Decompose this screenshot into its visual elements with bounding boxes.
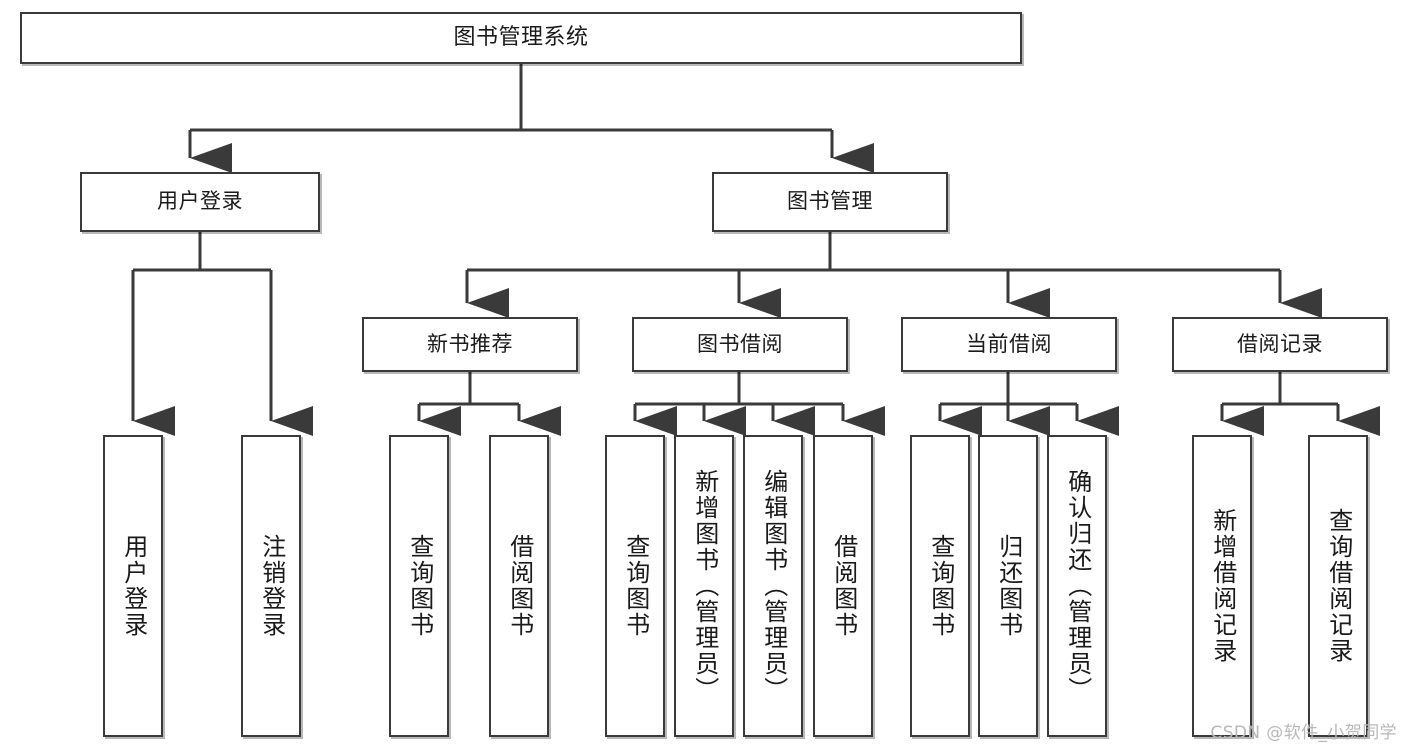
leaf-edit-book[interactable]: 编辑图书（管理员） — [743, 435, 803, 737]
leaf-add-record[interactable]: 新增借阅记录 — [1192, 435, 1252, 737]
leaf-query-book-1[interactable]: 查询图书 — [389, 435, 449, 737]
leaf-add-record-label: 新增借阅记录 — [1208, 508, 1237, 664]
leaf-logout[interactable]: 注销登录 — [241, 435, 301, 737]
node-new-book-rec[interactable]: 新书推荐 — [362, 317, 578, 372]
leaf-return-book[interactable]: 归还图书 — [978, 435, 1038, 737]
leaf-edit-book-label: 编辑图书（管理员） — [759, 469, 788, 703]
leaf-query-book-2-label: 查询图书 — [621, 534, 650, 638]
node-current-borrow-label: 当前借阅 — [966, 331, 1052, 356]
leaf-add-book-label: 新增图书（管理员） — [690, 469, 719, 703]
leaf-user-login-label: 用户登录 — [119, 534, 148, 638]
leaf-borrow-book-2-label: 借阅图书 — [829, 534, 858, 638]
leaf-borrow-book-2[interactable]: 借阅图书 — [813, 435, 873, 737]
leaf-add-book[interactable]: 新增图书（管理员） — [674, 435, 734, 737]
leaf-logout-label: 注销登录 — [257, 534, 286, 638]
node-book-manage-label: 图书管理 — [787, 189, 873, 214]
csdn-watermark: CSDN @软件_小贺同学 — [1210, 723, 1397, 743]
leaf-return-book-label: 归还图书 — [994, 534, 1023, 638]
node-user-login-label: 用户登录 — [157, 189, 243, 214]
node-root[interactable]: 图书管理系统 — [20, 12, 1022, 64]
node-borrow-record-label: 借阅记录 — [1237, 331, 1323, 356]
leaf-borrow-book-1-label: 借阅图书 — [505, 534, 534, 638]
leaf-query-book-3-label: 查询图书 — [926, 534, 955, 638]
leaf-confirm-return[interactable]: 确认归还（管理员） — [1047, 435, 1107, 737]
leaf-confirm-return-label: 确认归还（管理员） — [1063, 469, 1092, 703]
leaf-query-record[interactable]: 查询借阅记录 — [1308, 435, 1368, 737]
node-book-borrow-label: 图书借阅 — [697, 331, 783, 356]
node-book-manage[interactable]: 图书管理 — [712, 172, 948, 232]
leaf-user-login[interactable]: 用户登录 — [103, 435, 163, 737]
leaf-query-record-label: 查询借阅记录 — [1324, 508, 1353, 664]
node-user-login[interactable]: 用户登录 — [80, 172, 320, 232]
leaf-query-book-1-label: 查询图书 — [405, 534, 434, 638]
node-new-book-rec-label: 新书推荐 — [427, 331, 513, 356]
leaf-query-book-2[interactable]: 查询图书 — [605, 435, 665, 737]
node-book-borrow[interactable]: 图书借阅 — [632, 317, 848, 372]
node-borrow-record[interactable]: 借阅记录 — [1172, 317, 1388, 372]
node-root-label: 图书管理系统 — [453, 24, 589, 50]
node-current-borrow[interactable]: 当前借阅 — [901, 317, 1117, 372]
leaf-query-book-3[interactable]: 查询图书 — [910, 435, 970, 737]
leaf-borrow-book-1[interactable]: 借阅图书 — [489, 435, 549, 737]
